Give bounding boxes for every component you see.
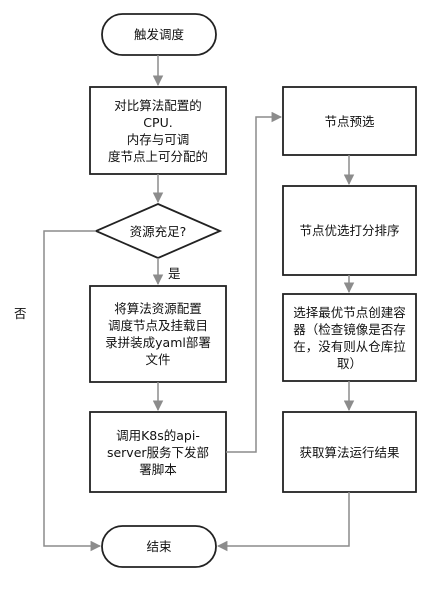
node-compare-shape — [89, 86, 227, 175]
node-trigger-label: 触发调度 — [133, 27, 184, 42]
node-end-shape — [101, 525, 217, 568]
edge-call-api-to-preselect — [226, 111, 283, 453]
edge-no-label: 否 — [14, 306, 27, 321]
edge-decision-no — [43, 230, 102, 552]
node-compare-label: 对比算法配置的 CPU. 内存与可调 度节点上可分配的 — [107, 97, 208, 164]
edge-result-to-end — [216, 492, 350, 552]
node-call-api-shape — [89, 411, 227, 493]
node-create-shape — [282, 293, 417, 382]
node-decision-label: 资源充足? — [129, 223, 187, 239]
node-configure-label: 将算法资源配置 调度节点及挂载目 录拼装成yaml部署 文件 — [105, 301, 211, 367]
node-configure-shape — [89, 285, 227, 383]
node-create-label: 选择最优节点创建容 器（检查镜像是否存 在，没有则从仓库拉 取） — [293, 304, 406, 371]
node-priority-shape — [282, 185, 417, 276]
node-preselect-label: 节点预选 — [324, 113, 375, 129]
node-call-api-label: 调用K8s的api- server服务下发部 署脚本 — [106, 427, 210, 477]
node-end-label: 结束 — [146, 539, 172, 554]
edge-yes-label: 是 — [168, 266, 181, 281]
node-priority-label: 节点优选打分排序 — [299, 223, 400, 238]
node-result-shape — [282, 411, 417, 493]
node-result-label: 获取算法运行结果 — [299, 444, 400, 460]
node-trigger-shape — [101, 13, 217, 56]
